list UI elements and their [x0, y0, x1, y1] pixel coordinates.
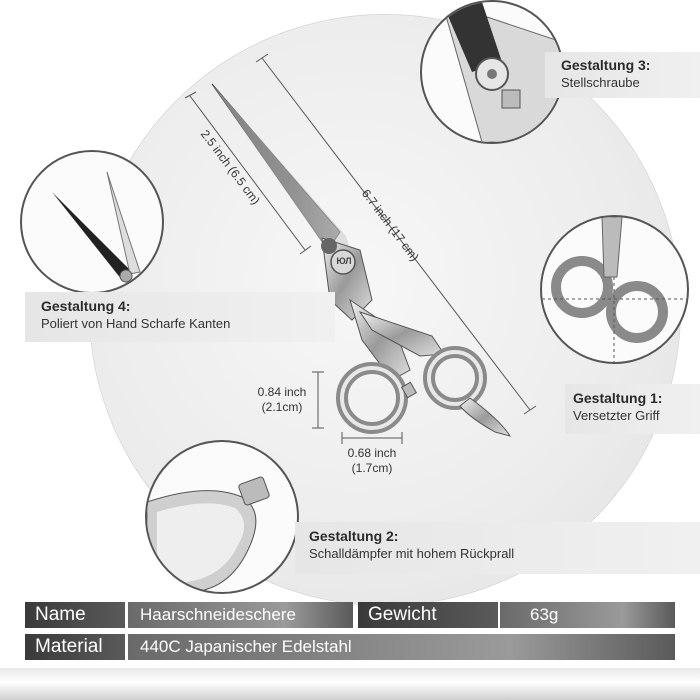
- ring-height-inch: 0.84 inch: [257, 385, 307, 399]
- ring-width-cm: (1.7cm): [351, 461, 393, 475]
- ring-height-label: 0.84 inch (2.1cm): [248, 385, 316, 415]
- callout-2-text: Schalldämpfer mit hohem Rückprall: [309, 546, 515, 561]
- callout-offset-handle: Gestaltung 1: Versetzter Griff: [565, 384, 700, 434]
- callout-adjustment-screw: Gestaltung 3: Stellschraube: [545, 52, 700, 98]
- spec-weight-label: Gewicht: [358, 602, 498, 628]
- spec-weight-value: 63g: [500, 602, 675, 628]
- callout-4-title: Gestaltung 4:: [41, 298, 131, 314]
- callout-1-text: Versetzter Griff: [573, 408, 660, 423]
- spec-material-label: Material: [25, 634, 125, 660]
- callout-3-text: Stellschraube: [561, 75, 640, 90]
- detail-silencer: [145, 440, 299, 594]
- ring-height-cm: (2.1cm): [261, 400, 303, 414]
- callout-silencer: Gestaltung 2: Schalldämpfer mit hohem Rü…: [295, 522, 700, 574]
- callout-4-text: Poliert von Hand Scharfe Kanten: [41, 316, 231, 331]
- detail-blades: [20, 150, 164, 294]
- callout-1-title: Gestaltung 1:: [573, 390, 663, 406]
- bottom-bar: [0, 668, 700, 700]
- detail-offset-handle: [540, 215, 689, 364]
- pivot-logo: ЮЛ: [336, 256, 352, 266]
- spec-material-value: 440C Japanischer Edelstahl: [128, 634, 675, 660]
- callout-2-title: Gestaltung 2:: [309, 528, 399, 544]
- callout-3-title: Gestaltung 3:: [561, 57, 651, 73]
- callout-polished-edges: Gestaltung 4: Poliert von Hand Scharfe K…: [25, 292, 335, 342]
- ring-width-label: 0.68 inch (1.7cm): [334, 446, 410, 476]
- spec-name-label: Name: [25, 602, 125, 628]
- ring-width-inch: 0.68 inch: [347, 446, 397, 460]
- spec-name-value: Haarschneideschere: [128, 602, 353, 628]
- detail-screw: [420, 0, 564, 144]
